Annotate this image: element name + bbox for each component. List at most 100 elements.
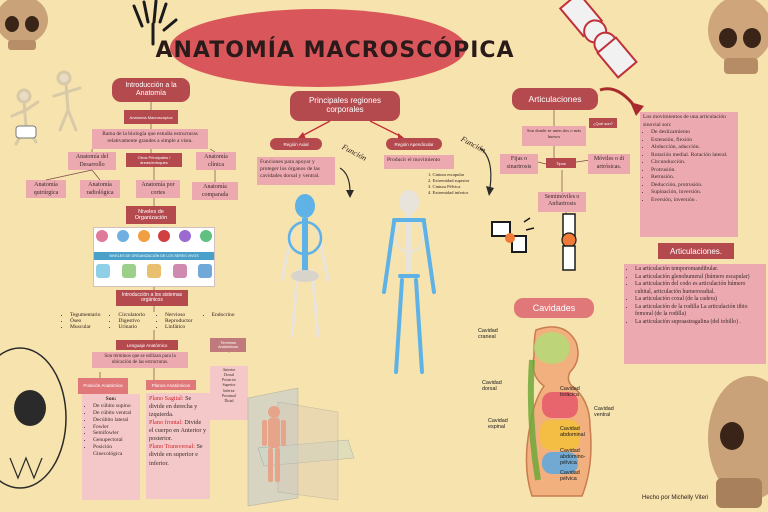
posicion-list: De cúbito supino De cúbito ventral Decúb… bbox=[85, 403, 137, 458]
apend-item: 1. Cintura escapular bbox=[428, 172, 465, 177]
movimiento-item: Eversión, inversión . bbox=[651, 197, 735, 205]
ejemplo-item: La articulación glenohumeral (húmero esc… bbox=[635, 274, 763, 282]
molecule-icon bbox=[116, 230, 129, 242]
posicion-item: Decúbito lateral bbox=[93, 417, 137, 424]
tissue-icon bbox=[137, 230, 150, 242]
articulaciones-header: Articulaciones bbox=[512, 88, 598, 110]
page-title: ANATOMÍA MACROSCÓPICA bbox=[155, 38, 515, 63]
ejemplo-item: La articulación del codo es articulación… bbox=[635, 281, 763, 296]
skeleton-hand-icon bbox=[132, 0, 178, 46]
biome-icon bbox=[172, 264, 187, 278]
radiologica-box: Anatomía radiológica bbox=[80, 180, 120, 198]
plano-transversal: Plano Transversal: Se divide en superior… bbox=[149, 443, 203, 467]
knee-joint-icon bbox=[558, 0, 638, 79]
planos-box: Plano Sagital: Se divide en derecha y iz… bbox=[146, 393, 210, 499]
apendicular-desc: Producir el movimiento bbox=[384, 155, 454, 169]
sistema-item: Óseo bbox=[70, 318, 106, 324]
apend-item: 2. Extremidad superior bbox=[428, 177, 470, 183]
movimiento-item: Deducción, protrusión. bbox=[651, 182, 735, 190]
que-son-label: ¿Qué son? bbox=[589, 118, 617, 128]
apend-item: 4. Extremidad inferior bbox=[428, 189, 469, 195]
posicion-item: De cúbito supino bbox=[93, 403, 137, 410]
apend-item: 3. Cintura Pélvica bbox=[428, 183, 461, 189]
posicion-item: Genupectoral bbox=[93, 437, 137, 444]
plano-frontal: Plano frontal: Divide el cuerpo en Anter… bbox=[149, 419, 207, 443]
sistema-item: Muscular bbox=[70, 324, 106, 330]
moviles-box: Móviles o di artrósicas. bbox=[588, 154, 630, 174]
skull-icon bbox=[0, 0, 48, 50]
termino-item: Anterior bbox=[222, 368, 236, 372]
cavidad-pelvica-label: Cavidad pélvica bbox=[560, 470, 580, 482]
cavidad-dorsal-label: Cavidad dorsal bbox=[482, 380, 502, 392]
regiones-header: Principales regiones corporales bbox=[290, 91, 400, 121]
movimientos-box: Los movimientos de una articulación sino… bbox=[640, 112, 738, 237]
articulaciones-def: Son donde se unen dos o más huesos bbox=[522, 126, 586, 146]
posicion-title: Son: bbox=[105, 396, 117, 402]
planos-header: Planos Anatómicos bbox=[146, 380, 196, 390]
anat-macro-label: Anatomía Macroscópica bbox=[124, 110, 178, 124]
ecosystem-icon bbox=[147, 264, 161, 278]
posicion-item: De cúbito ventral bbox=[93, 410, 137, 417]
lenguaje-def: Son términos que se utilizan para la ubi… bbox=[92, 352, 188, 368]
sistema-item: Reproductor bbox=[165, 318, 200, 324]
terminos-list: Anterior Dorsal Posterior Superior Infer… bbox=[210, 366, 248, 420]
intro-header: Introducción a la Anatomía bbox=[112, 78, 190, 102]
cavidad-abdominal-label: Cavidad abdominal bbox=[560, 426, 585, 438]
cavidad-ventral-label: Cavidad ventral bbox=[594, 406, 614, 418]
appendicular-skeleton-figure bbox=[382, 190, 436, 374]
axial-skeleton-figure bbox=[280, 194, 330, 338]
movimiento-item: Retrusión. bbox=[651, 174, 735, 182]
organ-icon bbox=[158, 230, 171, 242]
organism-icon bbox=[199, 230, 212, 242]
termino-item: Distal bbox=[224, 398, 234, 403]
posicion-item: Posición Ginecológica bbox=[93, 444, 137, 458]
semimoviles-box: Semimóviles o Anfiartrosis bbox=[538, 192, 586, 212]
region-axial-label: Región Axial bbox=[270, 138, 322, 150]
clinica-box: Anatomía clínica bbox=[196, 152, 236, 170]
fijas-box: Fijas o sinartrosis bbox=[500, 154, 538, 174]
movimiento-item: Extensión, flexión bbox=[651, 137, 735, 145]
skull-icon bbox=[708, 0, 768, 74]
niveles-label: Niveles de Organización bbox=[126, 206, 176, 224]
anatomical-planes-figure bbox=[247, 387, 355, 507]
sistema-item: Tegumentario bbox=[70, 312, 106, 318]
movimientos-title: Los movimientos de una articulación sino… bbox=[643, 114, 726, 128]
sistemas-list: Tegumentario Óseo Muscular Circulatorio … bbox=[62, 312, 248, 332]
sistemas-col-4: Endocrino bbox=[204, 312, 248, 332]
ejemplo-item: La articulación de la rodilla La articul… bbox=[635, 304, 763, 319]
author-credit: Hecho por Michelly Viteri bbox=[642, 495, 709, 501]
cavidad-espinal-label: Cavidad espinal bbox=[488, 418, 508, 430]
posicion-header: Posición Anatómica bbox=[78, 378, 128, 394]
movimientos-list: De deslizamiento Extensión, flexión Abdu… bbox=[643, 129, 735, 204]
articulaciones-header-2: Articulaciones. bbox=[658, 243, 734, 259]
region-apendicular-label: Región Apendicular bbox=[386, 138, 442, 150]
sistemas-label: Introducción a los sistemas orgánicos bbox=[116, 290, 188, 306]
sistema-item: Linfático bbox=[165, 324, 200, 330]
movimiento-item: Supinación, inversión. bbox=[651, 189, 735, 197]
sistemas-col-3: Nervioso Reproductor Linfático bbox=[157, 312, 200, 332]
niveles-banner: NIVELES DE ORGANIZACIÓN DE LOS SERES VIV… bbox=[94, 252, 214, 260]
cortes-box: Anatomía por cortes bbox=[136, 180, 180, 198]
comparada-box: Anatomía comparada bbox=[192, 182, 238, 200]
desarrollo-box: Anatomía del Desarrollo bbox=[68, 152, 116, 170]
body-cavities-figure bbox=[525, 326, 592, 497]
sistema-item: Endocrino bbox=[212, 312, 248, 318]
movimiento-item: Circunducción. bbox=[651, 159, 735, 167]
ejemplos-list: La articulación temporomandibular. La ar… bbox=[627, 266, 763, 326]
posicion-box: Son: De cúbito supino De cúbito ventral … bbox=[82, 394, 140, 500]
ejemplo-item: La articulación temporomandibular. bbox=[635, 266, 763, 274]
posicion-item: Fowler bbox=[93, 424, 137, 431]
posicion-item: Semifowler bbox=[93, 430, 137, 437]
cavidad-craneal-label: Cavidad craneal bbox=[478, 328, 498, 340]
tipos-label: Tipos bbox=[546, 158, 576, 168]
termino-item: Proximal bbox=[222, 393, 236, 398]
knee-pain-icon bbox=[491, 217, 535, 253]
niveles-illustration: NIVELES DE ORGANIZACIÓN DE LOS SERES VIV… bbox=[93, 227, 215, 287]
movimiento-item: Rotación medial. Rotación lateral. bbox=[651, 152, 735, 160]
system-icon bbox=[179, 230, 192, 242]
plano-sagital: Plano Sagital: Se divide en derecha y iz… bbox=[149, 395, 198, 419]
ejemplos-box: La articulación temporomandibular. La ar… bbox=[624, 264, 766, 364]
biosphere-icon bbox=[198, 264, 212, 278]
skeleton-figure-icon bbox=[10, 70, 82, 146]
